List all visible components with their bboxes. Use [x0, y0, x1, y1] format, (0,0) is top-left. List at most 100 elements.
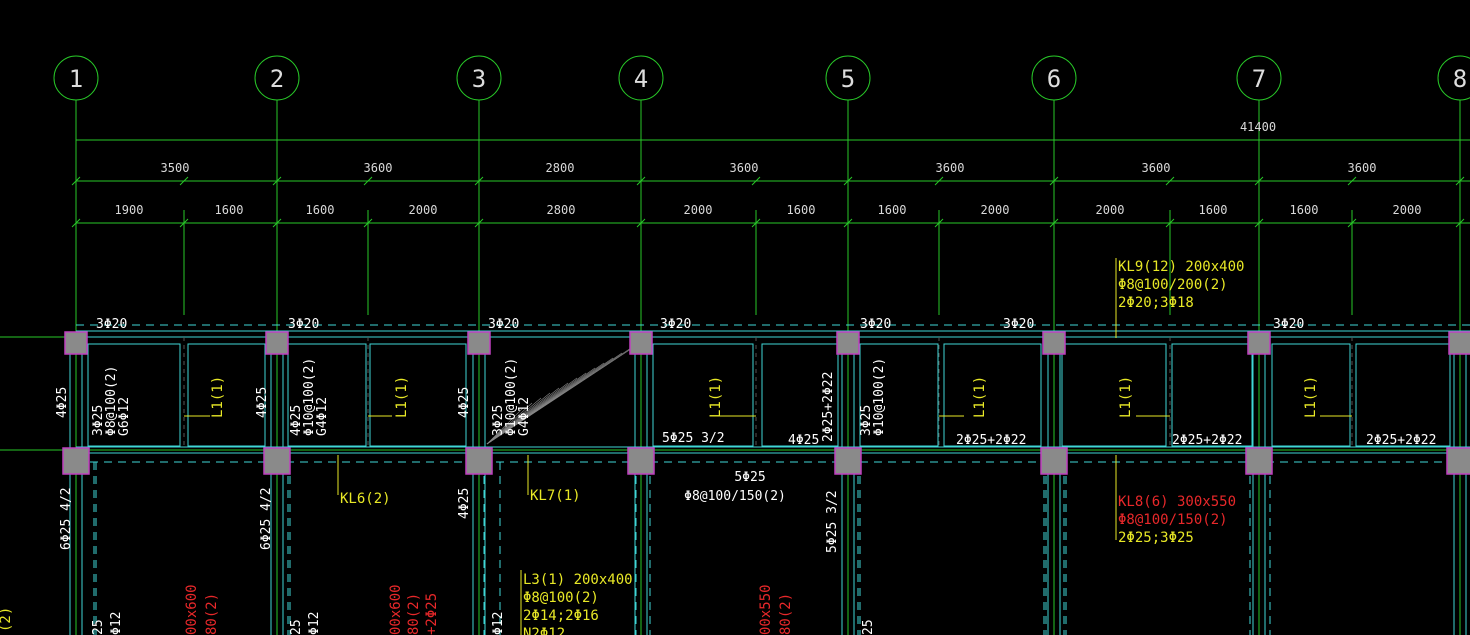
axis-number-6: 6 — [1047, 65, 1061, 93]
dim-tick — [179, 176, 189, 186]
bottom-rebar-label: 2Φ25+2Φ22 — [956, 433, 1026, 448]
dim-tick — [272, 176, 282, 186]
dim-subspan: 2000 — [409, 203, 438, 217]
axis-number-5: 5 — [841, 65, 855, 93]
bottom-rebar-label: 5Φ25 3/2 — [662, 431, 725, 446]
top-rebar-label: 3Φ20 — [96, 317, 127, 332]
col-rebar-label: 4Φ25 — [55, 387, 70, 418]
span-label: Φ10@100(2) — [504, 358, 519, 436]
bottom-rebar-label: 4Φ25 — [788, 433, 819, 448]
column-5-B — [834, 447, 862, 475]
beam-KL6-label: KL6(2) — [340, 491, 391, 507]
dim-tick — [1165, 176, 1175, 186]
beam-L3-label: L3(1) 200x400 — [523, 572, 633, 588]
beam-KL8-label: Φ8@100/150(2) — [1118, 512, 1228, 528]
dim-tick — [474, 218, 484, 228]
partial-label: Φ12 — [491, 612, 506, 635]
mid-beam-label: Φ8@100/150(2) — [684, 489, 786, 504]
dim-subspan: 2800 — [547, 203, 576, 217]
beam-KL9-label: Φ8@100/200(2) — [1118, 277, 1228, 293]
L1-label: L1(1) — [394, 376, 410, 418]
span-label: Φ10@100(2) — [872, 358, 887, 436]
dim-span: 3600 — [364, 161, 393, 175]
top-rebar-label: 3Φ20 — [288, 317, 319, 332]
dim-subspan: 1600 — [878, 203, 907, 217]
col-rebar-label-lower: 4Φ25 — [457, 488, 472, 519]
dim-total: 41400 — [1240, 120, 1276, 134]
dim-subspan: 2000 — [1096, 203, 1125, 217]
dim-tick — [843, 176, 853, 186]
partial-label: 80(2) — [406, 593, 422, 635]
L1-label: L1(1) — [1303, 376, 1319, 418]
dim-subspan: 1600 — [787, 203, 816, 217]
dim-tick — [751, 176, 761, 186]
dim-tick — [71, 176, 81, 186]
L1-label: L1(1) — [1118, 376, 1134, 418]
column-3-A — [467, 331, 491, 355]
column-2-B — [263, 447, 291, 475]
dim-span: 3600 — [936, 161, 965, 175]
span-label: Φ10@100(2) — [302, 358, 317, 436]
partial-label: 00x600 — [388, 584, 404, 635]
partial-label: 25 — [91, 619, 106, 635]
dim-tick — [1455, 218, 1465, 228]
slab-panel — [859, 343, 939, 447]
L1-label: L1(1) — [972, 376, 988, 418]
hatch-fan — [486, 392, 551, 445]
partial-label: 80(2) — [778, 593, 794, 635]
column-6-B — [1040, 447, 1068, 475]
top-rebar-label: 3Φ20 — [860, 317, 891, 332]
span-label: 3Φ25 — [491, 405, 506, 436]
beam-L3-label: N2Φ12 — [523, 626, 565, 635]
dim-subspan: 2000 — [981, 203, 1010, 217]
slab-panel — [943, 343, 1042, 447]
slab-panel — [652, 343, 754, 447]
beam-KL9-label: KL9(12) 200x400 — [1118, 259, 1244, 275]
dim-subspan: 1600 — [1199, 203, 1228, 217]
beam-L3-label: 2Φ14;2Φ16 — [523, 608, 599, 624]
dim-tick — [1254, 176, 1264, 186]
span-label: G6Φ12 — [117, 397, 132, 436]
dim-tick — [363, 176, 373, 186]
top-rebar-label: 3Φ20 — [1273, 317, 1304, 332]
column-5-A — [836, 331, 860, 355]
beam-KL8-label: KL8(6) 300x550 — [1118, 494, 1236, 510]
slab-panel — [1271, 343, 1351, 447]
beam-lines — [0, 258, 1470, 635]
top-rebar-label: 3Φ20 — [660, 317, 691, 332]
hatch-fan — [486, 407, 524, 445]
partial-label: (2) — [0, 607, 14, 632]
beam-KL9-label: 2Φ20;3Φ18 — [1118, 295, 1194, 311]
span-label: Φ8@100(2) — [104, 366, 119, 436]
dim-tick — [1049, 218, 1059, 228]
span-label: G4Φ12 — [315, 397, 330, 436]
dim-tick — [1455, 176, 1465, 186]
dim-tick — [1049, 176, 1059, 186]
partial-label: 80(2) — [204, 593, 220, 635]
column-7-A — [1247, 331, 1271, 355]
bottom-rebar-label: 2Φ25+2Φ22 — [1172, 433, 1242, 448]
axis-number-3: 3 — [472, 65, 486, 93]
dim-tick — [1254, 218, 1264, 228]
axis-number-7: 7 — [1252, 65, 1266, 93]
lower-col-label: 5Φ25 3/2 — [825, 490, 840, 553]
column-4-B — [627, 447, 655, 475]
dim-subspan: 1600 — [1290, 203, 1319, 217]
axis-number-4: 4 — [634, 65, 648, 93]
span-label: 4Φ25 — [289, 405, 304, 436]
dim-subspan: 2000 — [684, 203, 713, 217]
column-6-A — [1042, 331, 1066, 355]
slab-panel — [1061, 343, 1167, 447]
slab-panel — [87, 343, 181, 447]
col-rebar-label: 4Φ25 — [255, 387, 270, 418]
slab-panel — [187, 343, 266, 447]
slab-panel — [1355, 343, 1451, 447]
column-4-A — [629, 331, 653, 355]
slab-panel — [761, 343, 839, 447]
col-rebar-label: 4Φ25 — [457, 387, 472, 418]
lower-col-label: 6Φ25 4/2 — [259, 487, 274, 550]
span-label: 3Φ25 — [91, 405, 106, 436]
top-rebar-label: 3Φ20 — [488, 317, 519, 332]
column-2-A — [265, 331, 289, 355]
